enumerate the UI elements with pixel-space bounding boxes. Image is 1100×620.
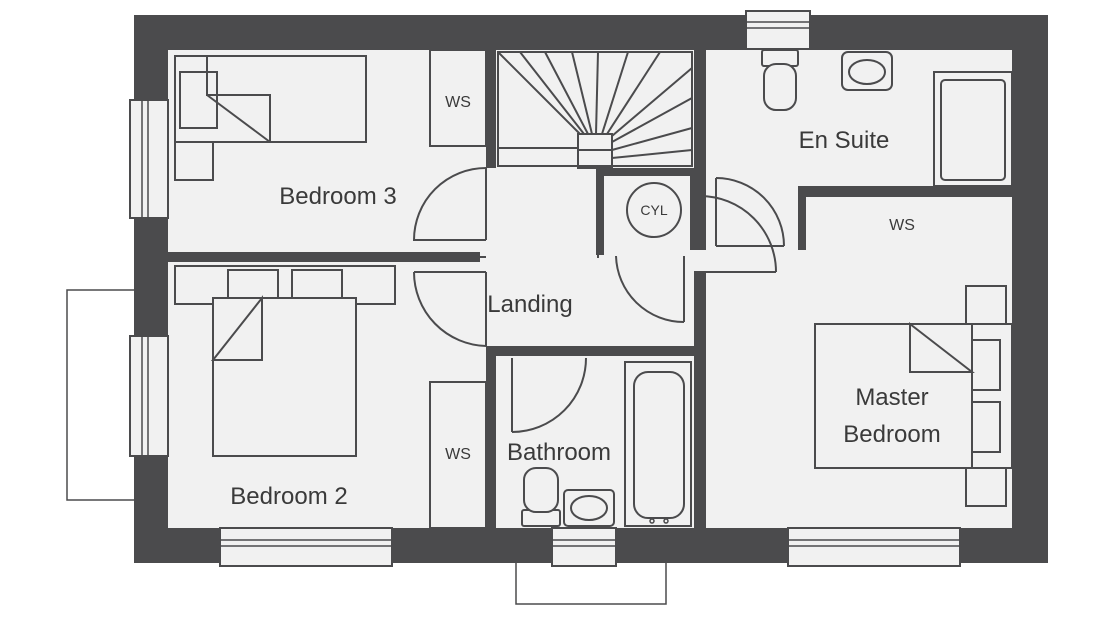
label-bedroom3: Bedroom 3 xyxy=(279,183,396,210)
door-bathroom xyxy=(511,357,587,433)
toilet-bathroom xyxy=(521,467,561,527)
door-airing-cupboard xyxy=(615,255,685,323)
label-master-line1: Master xyxy=(855,384,928,411)
bedroom2-balcony-outline xyxy=(66,289,136,501)
wardrobe-bedroom2 xyxy=(429,381,487,529)
basin-bathroom xyxy=(563,489,615,527)
hot-water-cylinder xyxy=(626,182,682,238)
master-wardrobe-floor xyxy=(806,196,1012,250)
window-bedroom2 xyxy=(129,335,169,457)
label-wardrobe-bedroom3: WS xyxy=(445,94,471,111)
label-en-suite: En Suite xyxy=(799,127,890,154)
label-cylinder: CYL xyxy=(640,202,667,218)
label-wardrobe-bedroom2: WS xyxy=(445,446,471,463)
landing-master-opening xyxy=(690,250,710,272)
landing-floor-a xyxy=(486,168,596,346)
bathroom-porch-outline xyxy=(515,561,667,605)
en-suite-floor-b xyxy=(706,186,798,250)
label-landing: Landing xyxy=(487,291,572,318)
landing-bed3-opening xyxy=(480,240,494,270)
label-wardrobe-master: WS xyxy=(889,217,915,234)
window-bedroom2-front xyxy=(219,527,393,567)
window-bedroom3 xyxy=(129,99,169,219)
bed-bedroom2 xyxy=(174,265,396,457)
window-master-bedroom xyxy=(787,527,961,567)
staircase xyxy=(497,51,693,169)
basin-en-suite xyxy=(841,51,893,91)
door-en-suite xyxy=(715,177,785,247)
bed-bedroom3 xyxy=(174,55,367,181)
window-bathroom xyxy=(551,527,617,567)
bath-bathroom xyxy=(624,361,692,527)
door-bedroom2 xyxy=(413,271,487,347)
label-bathroom: Bathroom xyxy=(507,439,611,466)
bed-master xyxy=(814,285,1013,507)
landing-floor-b xyxy=(596,255,694,346)
label-bedroom2: Bedroom 2 xyxy=(230,483,347,510)
door-bedroom3 xyxy=(412,167,487,241)
shower-en-suite xyxy=(933,71,1013,187)
window-en-suite xyxy=(745,10,811,50)
wardrobe-bedroom3 xyxy=(429,49,487,147)
label-master-line2: Bedroom xyxy=(843,421,940,448)
toilet-en-suite xyxy=(761,49,799,111)
